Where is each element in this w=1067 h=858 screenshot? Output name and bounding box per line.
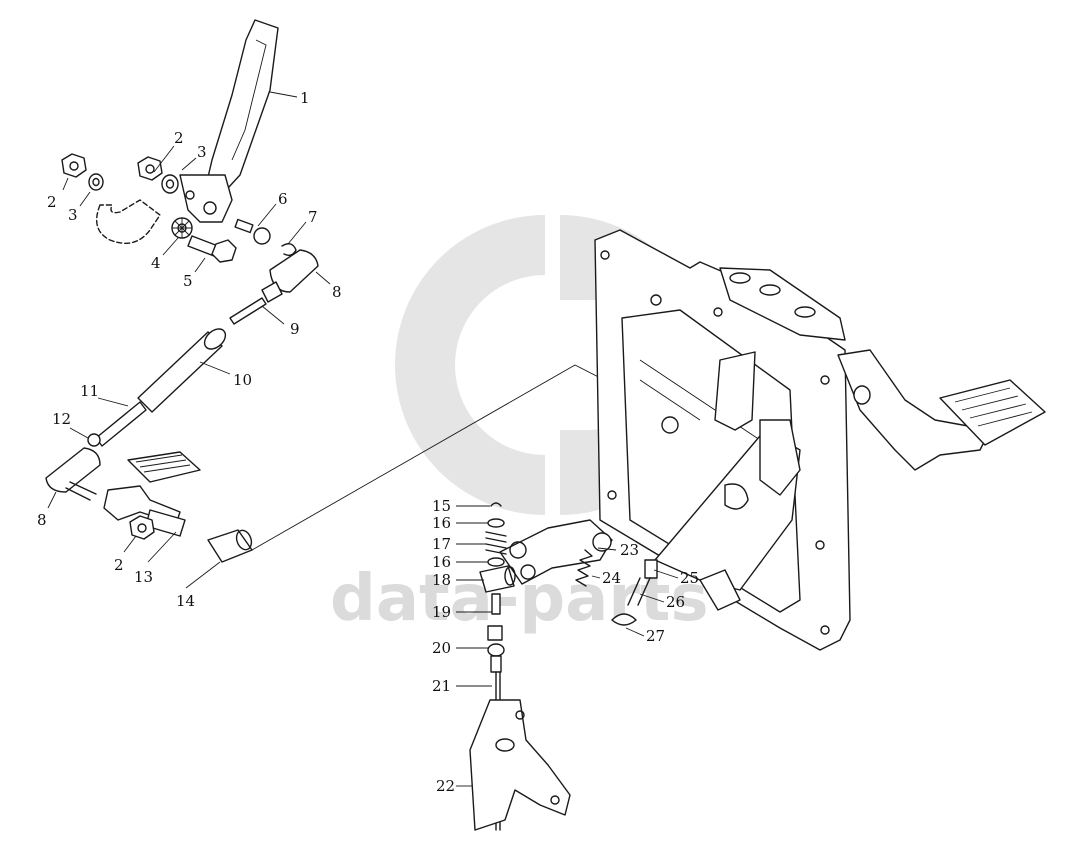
- callout-2-left: 2: [47, 193, 57, 211]
- callout-14: 14: [176, 592, 195, 610]
- washer-upper: [161, 174, 179, 194]
- nut-upper: [137, 156, 163, 181]
- callout-19: 19: [432, 603, 451, 621]
- lower-pedal: [103, 451, 201, 537]
- washer-left: [88, 173, 104, 191]
- nut-left: [61, 153, 87, 178]
- callout-7: 7: [308, 208, 318, 226]
- callout-3-upper: 3: [197, 143, 207, 161]
- return-spring: [575, 549, 593, 587]
- callout-2-upper: 2: [174, 129, 184, 147]
- callout-9: 9: [290, 320, 300, 338]
- push-rod: [95, 401, 147, 447]
- master-cylinder: [654, 351, 801, 611]
- callout-11: 11: [80, 382, 99, 400]
- brake-pedal: [837, 349, 1046, 471]
- ball-joint-upper: [261, 249, 319, 303]
- callout-26: 26: [666, 593, 685, 611]
- nut-lower: [129, 515, 155, 540]
- callout-21: 21: [432, 677, 451, 695]
- mounting-plate: [594, 229, 851, 651]
- nut-12: [87, 433, 101, 447]
- pedal-support-bracket: [469, 699, 571, 831]
- ball-joint-lower: [45, 447, 101, 501]
- callout-labels: 1 2 2 2 3 3 4 5 6 7 8 8 9 10 11 12 13 14…: [37, 89, 699, 795]
- bolt: [187, 235, 237, 263]
- lock-washer: [171, 217, 193, 239]
- callout-13: 13: [134, 568, 153, 586]
- pin-6: [234, 218, 271, 245]
- callout-2-lower: 2: [114, 556, 124, 574]
- callout-24: 24: [602, 569, 621, 587]
- callout-22: 22: [436, 777, 455, 795]
- leader-lines: [47, 91, 679, 787]
- adjust-tube: [137, 328, 227, 413]
- callout-25: 25: [680, 569, 699, 587]
- callout-27: 27: [646, 627, 665, 645]
- callout-16-lower: 16: [432, 553, 451, 571]
- callout-10: 10: [233, 371, 252, 389]
- return-hook: [96, 199, 161, 244]
- callout-20: 20: [432, 639, 451, 657]
- upper-pedal-bracket: [719, 267, 846, 341]
- callout-4: 4: [151, 254, 161, 272]
- callout-12: 12: [52, 410, 71, 428]
- stop-bolt: [611, 559, 658, 626]
- clip-7: [281, 243, 297, 257]
- callout-15: 15: [432, 497, 451, 515]
- pedal-lever: [179, 19, 279, 223]
- sleeve: [207, 529, 253, 563]
- callout-23: 23: [620, 541, 639, 559]
- callout-17: 17: [432, 535, 451, 553]
- callout-3-left: 3: [68, 206, 78, 224]
- callout-1: 1: [300, 89, 310, 107]
- callout-18: 18: [432, 571, 451, 589]
- callout-8-upper: 8: [332, 283, 342, 301]
- callout-5: 5: [183, 272, 193, 290]
- callout-16-upper: 16: [432, 514, 451, 532]
- callout-8-lower: 8: [37, 511, 47, 529]
- callout-6: 6: [278, 190, 288, 208]
- rod-end-9: [229, 297, 267, 325]
- clevis-bracket: [499, 519, 613, 585]
